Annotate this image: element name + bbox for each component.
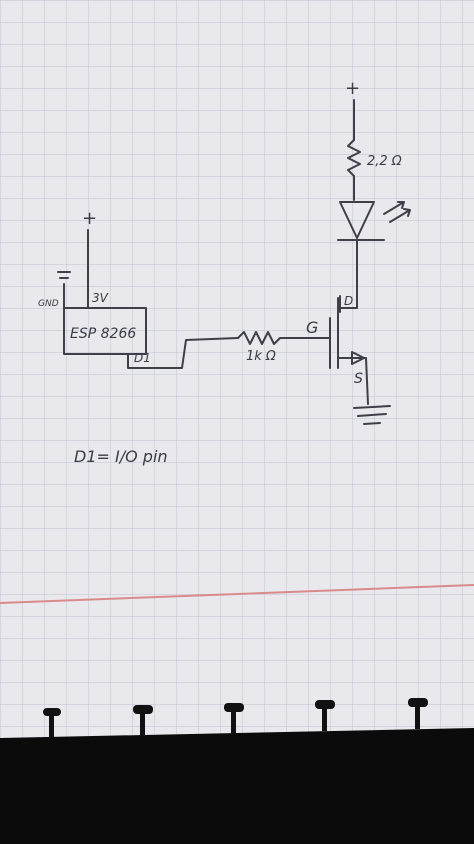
esp8266-module [63,307,147,355]
gate-label: G [306,318,318,337]
wire-gate [127,337,239,369]
resistor-gate-label: 1k Ω [246,349,276,364]
margin-line [0,584,474,604]
led-symbol [339,201,375,239]
mosfet-source [337,357,369,405]
resistor-top-label: 2,2 Ω [367,154,402,169]
drain-label: D [344,294,353,308]
source-label: S [354,371,363,387]
v3-label: 3V [92,291,109,305]
led-arrow-1 [383,201,405,215]
wire-led-drain [339,239,358,309]
resistor-gate [237,331,331,345]
resistor-top [347,139,361,201]
gnd-label: GND [38,299,59,309]
ground-left [57,271,71,309]
grid-lines [0,0,474,740]
binder-edge [0,728,474,844]
mosfet-arrow [351,351,365,365]
plus-top-label: + [345,78,360,99]
binder-rings [43,698,428,738]
d1-label: D1 [134,351,151,365]
note-text: D1= I/O pin [74,447,168,466]
esp-label: ESP 8266 [70,326,136,342]
led-arrow-2 [389,208,411,223]
ground-symbol [353,405,391,425]
plus-left-label: + [82,208,97,229]
